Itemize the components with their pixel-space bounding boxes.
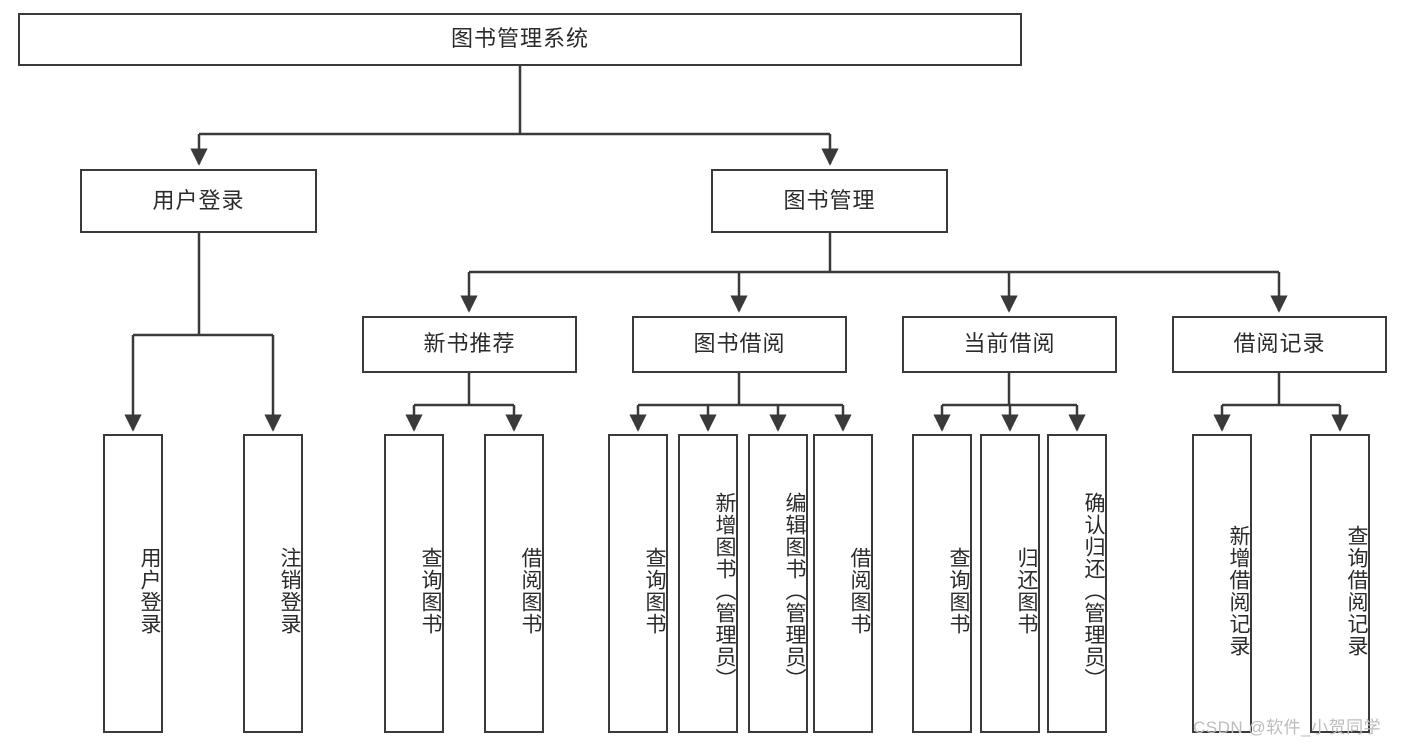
leaf-borrow-record-query-record[interactable]: 查询借阅记录 [1310, 434, 1370, 733]
node-user-login[interactable]: 用户登录 [80, 169, 317, 233]
node-label: 用户登录 [138, 546, 161, 635]
node-label: 图书管理系统 [450, 26, 589, 52]
leaf-book-borrow-query-book[interactable]: 查询图书 [608, 434, 668, 733]
csdn-watermark: CSDN @软件_小贺同学 [1193, 718, 1382, 737]
leaf-book-borrow-edit-book-admin[interactable]: 编辑图书（管理员） [748, 434, 808, 733]
node-label: 图书管理 [783, 187, 876, 213]
node-label: 新增图书（管理员） [713, 491, 736, 690]
leaf-book-borrow-add-book-admin[interactable]: 新增图书（管理员） [678, 434, 738, 733]
leaf-borrow-record-add-record[interactable]: 新增借阅记录 [1192, 434, 1252, 733]
node-label: 新书推荐 [423, 331, 516, 357]
leaf-new-book-query-book[interactable]: 查询图书 [384, 434, 444, 733]
node-label: 新增借阅记录 [1227, 524, 1250, 657]
node-book-management[interactable]: 图书管理 [711, 169, 948, 233]
node-label: 查询图书 [947, 546, 970, 635]
leaf-current-borrow-return-book[interactable]: 归还图书 [980, 434, 1040, 733]
node-book-borrow[interactable]: 图书借阅 [632, 316, 847, 373]
leaf-book-borrow-borrow-book[interactable]: 借阅图书 [813, 434, 873, 733]
leaf-user-login-login[interactable]: 用户登录 [103, 434, 163, 733]
node-root-book-management-system[interactable]: 图书管理系统 [18, 13, 1022, 66]
node-label: 确认归还（管理员） [1082, 491, 1105, 690]
leaf-user-login-logout[interactable]: 注销登录 [243, 434, 303, 733]
node-borrow-record[interactable]: 借阅记录 [1172, 316, 1387, 373]
node-label: 借阅记录 [1233, 331, 1326, 357]
node-label: 借阅图书 [848, 546, 871, 635]
node-label: 编辑图书（管理员） [783, 491, 806, 690]
leaf-current-borrow-confirm-return-admin[interactable]: 确认归还（管理员） [1047, 434, 1107, 733]
node-current-borrow[interactable]: 当前借阅 [902, 316, 1117, 373]
node-label: 当前借阅 [963, 331, 1056, 357]
node-label: 用户登录 [152, 187, 245, 213]
node-label: 查询借阅记录 [1345, 524, 1368, 657]
node-label: 查询图书 [643, 546, 666, 635]
leaf-current-borrow-query-book[interactable]: 查询图书 [912, 434, 972, 733]
leaf-new-book-borrow-book[interactable]: 借阅图书 [484, 434, 544, 733]
node-label: 图书借阅 [693, 331, 786, 357]
node-label: 查询图书 [419, 546, 442, 635]
node-new-book-recommend[interactable]: 新书推荐 [362, 316, 577, 373]
node-label: 借阅图书 [519, 546, 542, 635]
node-label: 归还图书 [1015, 546, 1038, 635]
node-label: 注销登录 [278, 546, 301, 635]
